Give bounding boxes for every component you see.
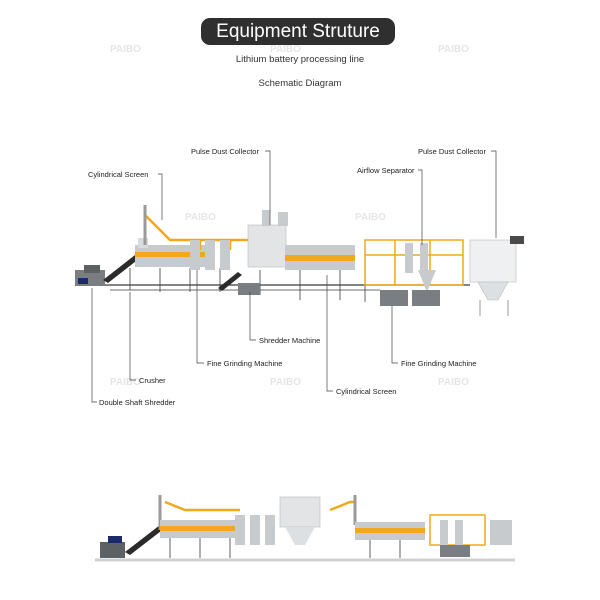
inclined-conveyor (103, 255, 140, 283)
watermark: PAIBO (438, 377, 469, 388)
watermark: PAIBO (110, 377, 141, 388)
watermark: PAIBO (270, 44, 301, 55)
watermark: PAIBO (110, 44, 141, 55)
cylindrical-screen-2-machine (285, 245, 355, 270)
page-title: Equipment Struture (201, 18, 395, 45)
watermark: PAIBO (355, 212, 386, 223)
label-cylindrical-screen-2: Cylindrical Screen (336, 387, 396, 396)
callout-lines (91, 150, 497, 403)
label-airflow-separator: Airflow Separator (357, 166, 415, 175)
watermark-group: PAIBO PAIBO PAIBO PAIBO PAIBO PAIBO PAIB… (110, 44, 469, 388)
pulse-dust-collector-1-machine (247, 210, 288, 268)
label-shredder-machine: Shredder Machine (259, 336, 320, 345)
label-pulse-dust-collector-2: Pulse Dust Collector (418, 147, 486, 156)
label-cylindrical-screen-1: Cylindrical Screen (88, 170, 148, 179)
production-line-side-view (95, 495, 515, 562)
fine-grinding-towers-1 (190, 240, 230, 270)
watermark: PAIBO (270, 377, 301, 388)
shredder-machine (218, 272, 260, 295)
double-shaft-shredder-machine (75, 265, 105, 286)
airflow-separator-cyclones (405, 243, 436, 292)
label-double-shaft-shredder: Double Shaft Shredder (99, 398, 176, 407)
diagram-caption: Schematic Diagram (258, 78, 342, 89)
fine-grinding-machine-2 (380, 290, 440, 306)
pulse-dust-collector-2-machine (469, 236, 524, 316)
cylindrical-screen-1-machine (135, 238, 215, 267)
production-line-main (75, 205, 524, 316)
label-fine-grinding-machine-2: Fine Grinding Machine (401, 359, 476, 368)
label-crusher: Crusher (139, 376, 166, 385)
subtitle-line: Lithium battery processing line (235, 54, 365, 65)
airflow-separator-frame (364, 239, 464, 286)
label-pulse-dust-collector-1: Pulse Dust Collector (191, 147, 259, 156)
watermark: PAIBO (438, 44, 469, 55)
label-fine-grinding-machine-1: Fine Grinding Machine (207, 359, 282, 368)
watermark: PAIBO (185, 212, 216, 223)
